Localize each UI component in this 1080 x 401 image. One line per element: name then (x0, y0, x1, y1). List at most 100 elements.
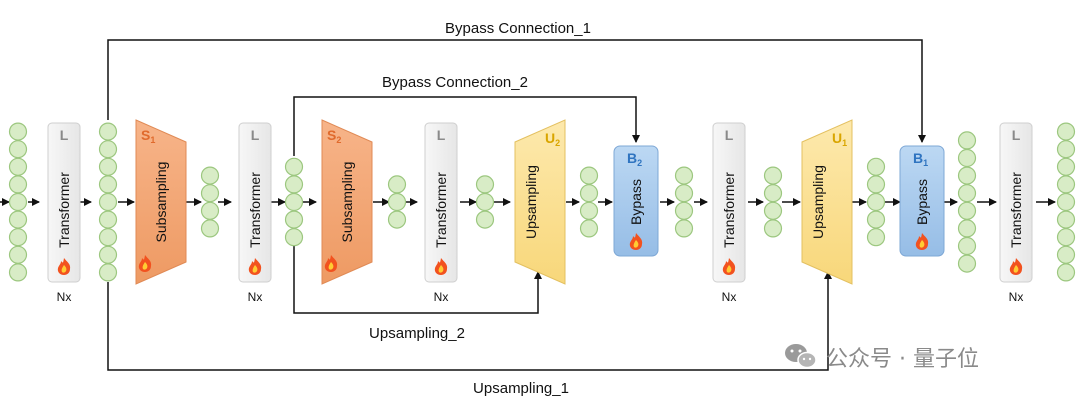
token-circle (200, 166, 220, 185)
upsampling-1-label: Upsampling_1 (473, 380, 569, 397)
subsampling-label: Subsampling (153, 162, 169, 243)
token-circle (957, 254, 977, 273)
fire-icon (915, 233, 929, 250)
wechat-icon (785, 344, 817, 369)
transformer-tag: L (437, 127, 446, 143)
token-circle (674, 219, 694, 238)
token-circle (866, 210, 886, 229)
token-circle (674, 201, 694, 220)
token-column (387, 175, 407, 229)
upsampling-1-line (107, 271, 832, 371)
token-circle (763, 201, 783, 220)
transformer-label: Transformer (721, 172, 737, 248)
upsampling-tag: U1 (832, 130, 847, 148)
upsampling-label: Upsampling (810, 165, 826, 239)
watermark-text: 公众号 · 量子位 (826, 347, 979, 372)
token-circle (957, 131, 977, 150)
fire-icon (248, 258, 262, 275)
token-circle (8, 245, 28, 264)
transformer-box (47, 122, 81, 283)
connection-lines (107, 39, 926, 371)
transformer-label: Transformer (1008, 172, 1024, 248)
token-circle (763, 184, 783, 203)
bypass-box (613, 145, 659, 257)
token-circle (1056, 175, 1076, 194)
bypass-connection-2-label: Bypass Connection_2 (382, 74, 528, 91)
token-circle (475, 192, 495, 212)
bypass-connection-2-line (293, 96, 640, 156)
token-circle (475, 175, 495, 194)
fire-icon (1009, 258, 1023, 275)
token-circle (8, 210, 28, 229)
token-circle (200, 201, 220, 220)
transformer-tag: L (60, 127, 69, 143)
token-circle (957, 201, 977, 220)
bypass-box (899, 145, 945, 257)
token-circle (284, 192, 304, 212)
token-circle (1056, 192, 1076, 212)
token-circle (98, 175, 118, 194)
transformer-repeat: Nx (722, 290, 737, 304)
token-column (475, 175, 495, 229)
bypass-label: Bypass (628, 179, 644, 225)
upsampling-2-line (293, 246, 542, 314)
bypass-label: Bypass (914, 179, 930, 225)
token-column (957, 131, 977, 273)
upsampling-trapezoid (514, 119, 566, 285)
subsampling-block-2: Subsampling (321, 119, 373, 285)
token-circle (957, 148, 977, 168)
transformer-tag: L (251, 127, 260, 143)
transformer-label: Transformer (247, 172, 263, 248)
transformer-box (712, 122, 746, 283)
bypass-block-2: Bypass (613, 145, 659, 257)
bypass-connection-1-label: Bypass Connection_1 (445, 20, 591, 37)
bypass-tag: B2 (627, 150, 642, 168)
token-column (200, 166, 220, 238)
bypass-block-1: Bypass (899, 145, 945, 257)
token-column (763, 166, 783, 238)
token-circle (8, 157, 28, 176)
bypass-connection-1-line (107, 39, 926, 143)
transformer-box (238, 122, 272, 283)
token-column (284, 157, 304, 247)
token-circle (579, 166, 599, 185)
token-circle (284, 210, 304, 229)
fire-icon (434, 258, 448, 275)
subsampling-tag: S1 (141, 127, 155, 145)
token-circle (284, 175, 304, 194)
token-circle (957, 184, 977, 203)
token-circle (957, 166, 977, 185)
token-circle (98, 228, 118, 247)
token-circle (98, 122, 118, 141)
token-circle (98, 210, 118, 229)
token-circle (1056, 263, 1076, 282)
upsampling-tag: U2 (545, 130, 560, 148)
token-column (866, 157, 886, 247)
upsampling-label: Upsampling (523, 165, 539, 239)
fire-icon (722, 258, 736, 275)
token-circle (284, 157, 304, 176)
transformer-repeat: Nx (57, 290, 72, 304)
token-circle (1056, 140, 1076, 159)
token-circle (763, 166, 783, 185)
transformer-repeat: Nx (434, 290, 449, 304)
token-circle (1056, 122, 1076, 141)
token-column (98, 122, 118, 282)
token-circle (8, 175, 28, 194)
watermark: 公众号 · 量子位 (785, 344, 979, 372)
token-circle (674, 166, 694, 185)
token-circle (98, 245, 118, 264)
fire-icon (57, 258, 71, 275)
transformer-tag: L (1012, 127, 1021, 143)
transformer-box (424, 122, 458, 283)
fire-icon (629, 233, 643, 250)
token-circle (957, 236, 977, 256)
token-circle (866, 192, 886, 212)
token-circle (1056, 157, 1076, 176)
token-circle (866, 157, 886, 176)
transformer-repeat: Nx (248, 290, 263, 304)
token-circle (1056, 210, 1076, 229)
